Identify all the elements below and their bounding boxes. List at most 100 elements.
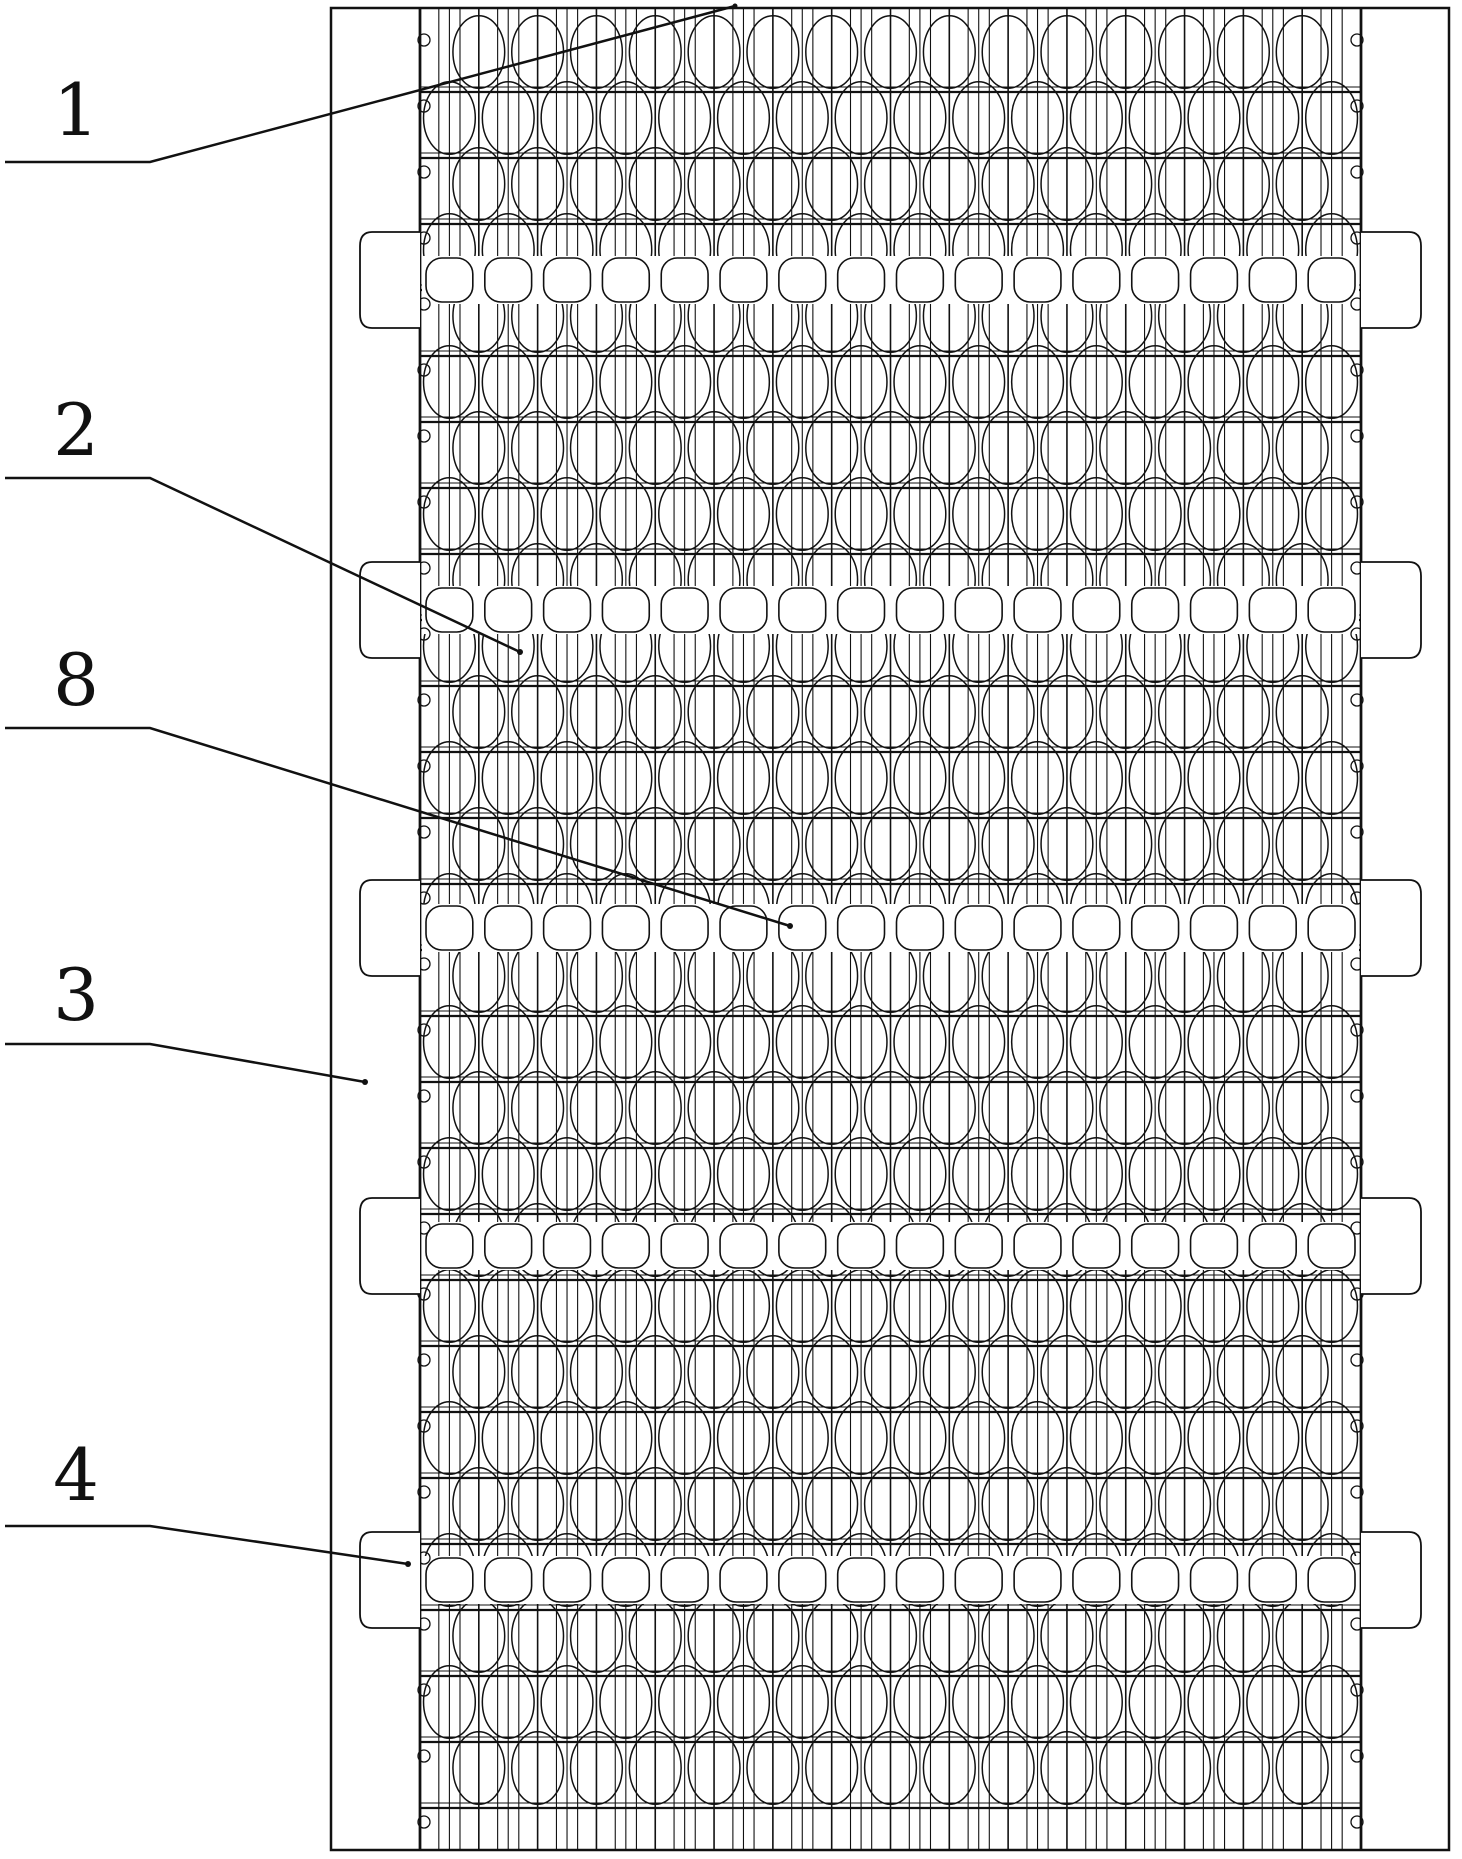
leader-dot-3 xyxy=(362,1079,368,1085)
mesh-oval-cell xyxy=(834,1004,888,1080)
mesh-oval-cell xyxy=(746,410,800,486)
mesh-oval-cell xyxy=(1069,1136,1123,1212)
mesh-oval-cell xyxy=(1275,1334,1329,1410)
mesh-oval-cell xyxy=(1304,1136,1359,1212)
mesh-oval-cell xyxy=(1128,1664,1182,1740)
mesh-oval-cell xyxy=(540,1400,594,1476)
channel-opening xyxy=(1130,1557,1180,1603)
callout-number-3: 3 xyxy=(53,953,99,1037)
mesh-oval-cell xyxy=(422,740,477,816)
border-hole-left xyxy=(417,1023,431,1037)
mesh-oval-cell xyxy=(922,410,976,486)
mesh-oval-cell xyxy=(863,146,918,222)
mesh-oval-cell xyxy=(952,344,1006,420)
left-tab xyxy=(359,1197,420,1295)
mesh-oval-cell xyxy=(481,80,535,156)
mesh-oval-cell xyxy=(922,14,976,90)
mesh-oval-cell xyxy=(540,344,594,420)
mesh-oval-cell xyxy=(1187,1664,1241,1740)
mesh-oval-cell xyxy=(981,410,1035,486)
mesh-oval-cell xyxy=(1040,806,1094,882)
mesh-oval-cell xyxy=(716,476,771,552)
mesh-oval-cell xyxy=(805,146,859,222)
mesh-oval-cell xyxy=(1040,1466,1094,1542)
border-hole-right xyxy=(1350,99,1364,113)
mesh-oval-cell xyxy=(746,674,800,750)
channel-opening xyxy=(719,587,768,633)
channel-opening xyxy=(1013,257,1062,303)
channel-opening xyxy=(542,905,592,951)
channel-opening xyxy=(1013,1557,1062,1603)
mesh-oval-cell xyxy=(1010,1136,1065,1212)
mesh-oval-cell xyxy=(775,1136,829,1212)
mesh-oval-cell xyxy=(599,1664,653,1740)
mesh-oval-cell xyxy=(1040,146,1094,222)
channel-opening xyxy=(954,257,1003,303)
mesh-oval-cell xyxy=(422,476,477,552)
mesh-oval-cell xyxy=(540,1136,594,1212)
mesh-oval-cell xyxy=(805,1466,859,1542)
mesh-oval-cell xyxy=(1128,1004,1182,1080)
mesh-oval-cell xyxy=(775,1004,829,1080)
mesh-oval-cell xyxy=(1010,1400,1065,1476)
channel-opening xyxy=(1248,905,1297,951)
mesh-oval-cell xyxy=(658,1004,712,1080)
mesh-oval-cell xyxy=(1246,1004,1300,1080)
leader-line-4 xyxy=(5,1524,409,1566)
mesh-oval-cell xyxy=(687,146,741,222)
border-hole-left xyxy=(417,363,431,377)
channel-opening xyxy=(778,1557,827,1603)
mesh-oval-cell xyxy=(510,146,565,222)
mesh-oval-cell xyxy=(1010,1664,1065,1740)
border-hole-right xyxy=(1350,429,1364,443)
channel-opening xyxy=(1072,1557,1121,1603)
mesh-oval-cell xyxy=(834,740,888,816)
channel-opening xyxy=(1013,1223,1062,1269)
border-hole-right xyxy=(1350,1419,1364,1433)
mesh-oval-cell xyxy=(746,806,800,882)
mesh-oval-cell xyxy=(746,14,800,90)
mesh-oval-cell xyxy=(510,1730,565,1806)
mesh-oval-cell xyxy=(1128,740,1182,816)
mesh-oval-cell xyxy=(687,410,741,486)
mesh-oval-cell xyxy=(569,806,624,882)
callout-number-4: 4 xyxy=(53,1433,99,1517)
mesh-oval-cell xyxy=(1216,410,1271,486)
mesh-oval-cell xyxy=(599,1400,653,1476)
mesh-oval-cell xyxy=(716,740,771,816)
callout-number-2: 2 xyxy=(53,388,99,472)
mesh-oval-cell xyxy=(893,1004,947,1080)
mesh-oval-cell xyxy=(422,1400,477,1476)
mesh-oval-cell xyxy=(481,476,535,552)
mesh-oval-cell xyxy=(775,344,829,420)
border-hole-right xyxy=(1350,759,1364,773)
border-hole-right xyxy=(1350,363,1364,377)
border-hole-right xyxy=(1350,1089,1364,1103)
mesh-oval-cell xyxy=(1010,344,1065,420)
mesh-oval-cell xyxy=(481,1004,535,1080)
channel-opening xyxy=(895,257,945,303)
mesh-oval-cell xyxy=(1275,410,1329,486)
mesh-oval-cell xyxy=(1187,740,1241,816)
mesh-oval-cell xyxy=(628,806,682,882)
mesh-oval-cell xyxy=(1010,1004,1065,1080)
mesh-oval-cell xyxy=(658,1664,712,1740)
mesh-oval-cell xyxy=(1216,1070,1271,1146)
channel-opening xyxy=(1189,1223,1239,1269)
mesh-oval-cell xyxy=(1040,1070,1094,1146)
mesh-oval-cell xyxy=(687,806,741,882)
mesh-oval-cell xyxy=(952,1664,1006,1740)
leader-line-3 xyxy=(5,1042,366,1084)
border-hole-right xyxy=(1350,825,1364,839)
mesh-oval-cell xyxy=(1040,674,1094,750)
mesh-oval-cell xyxy=(746,146,800,222)
channel-opening xyxy=(660,905,709,951)
channel-opening xyxy=(836,1557,886,1603)
channel-opening xyxy=(954,1223,1003,1269)
mesh-oval-cell xyxy=(1099,146,1153,222)
mesh-oval-cell xyxy=(1187,476,1241,552)
channel-opening xyxy=(778,587,827,633)
channel-opening xyxy=(1189,587,1239,633)
mesh-oval-cell xyxy=(952,1136,1006,1212)
mesh-oval-cell xyxy=(1069,80,1123,156)
